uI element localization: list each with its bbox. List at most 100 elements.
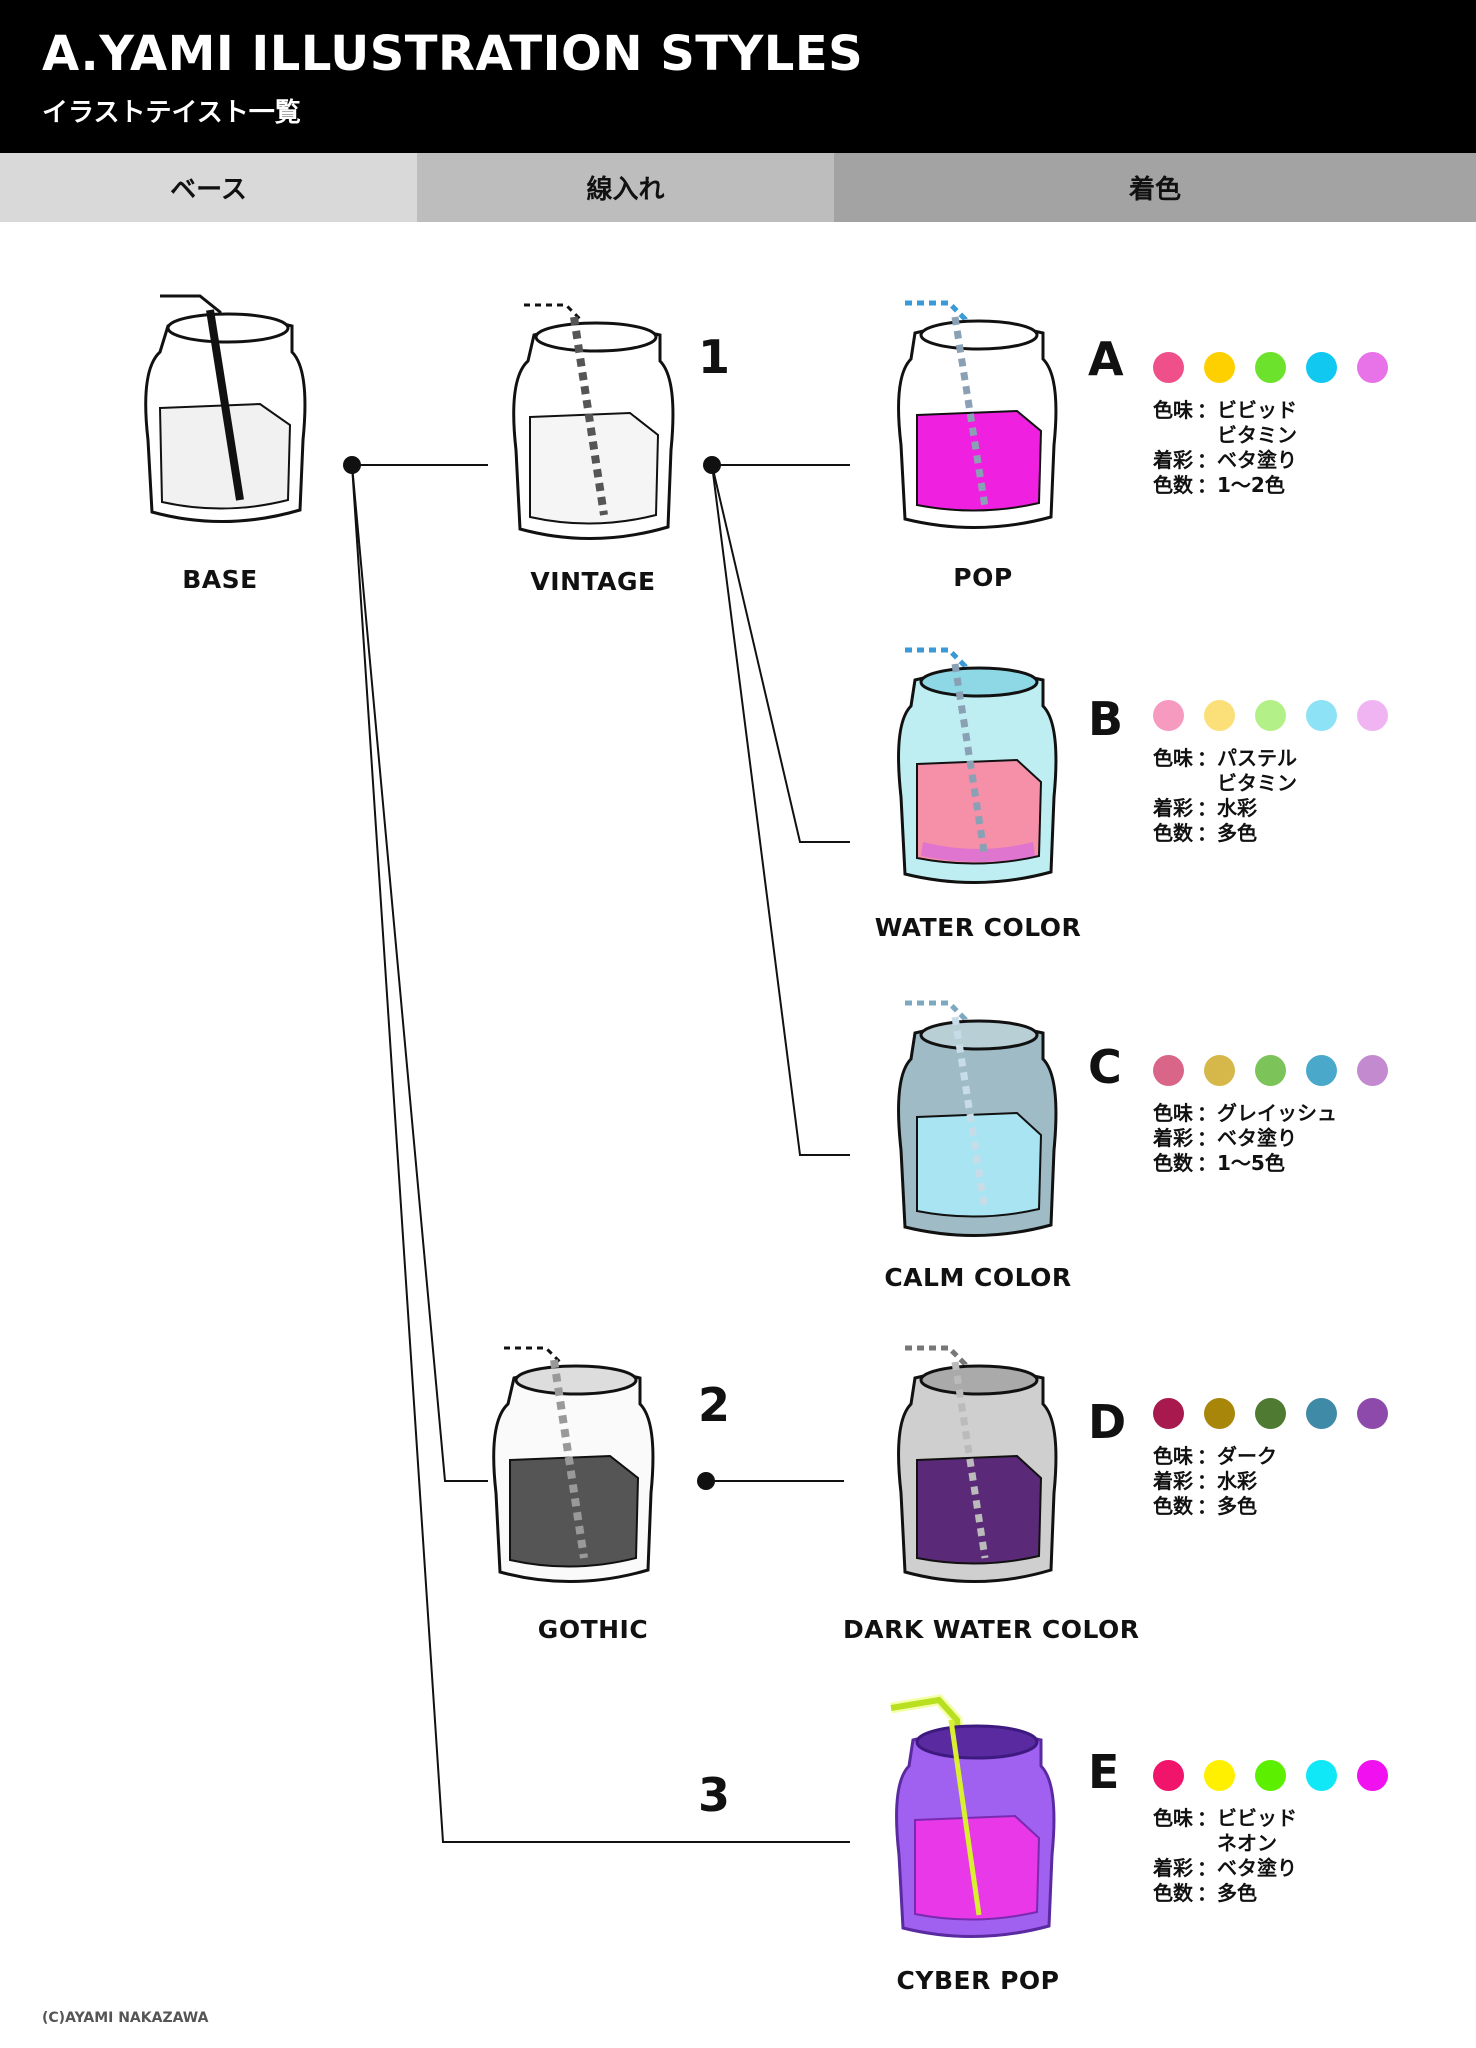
info-pop: 色味：ビビッド ビタミン 着彩：ベタ塗り 色数：1〜2色	[1153, 398, 1297, 497]
line-style-number-1: 1	[698, 330, 731, 384]
info-calm-value-2: ベタ塗り	[1217, 1126, 1297, 1150]
swatch-calm-3	[1255, 1055, 1286, 1086]
info-water-value-1: パステル	[1217, 746, 1297, 770]
info-cyber-value-1: ビビッド	[1217, 1806, 1297, 1830]
line-style-number-2: 2	[698, 1378, 731, 1432]
swatches-cyber-pop	[1153, 1760, 1388, 1791]
info-water-value-3: 多色	[1217, 821, 1257, 845]
info-cyber-value-3: 多色	[1217, 1881, 1257, 1905]
info-dark-value-2: 水彩	[1217, 1469, 1257, 1493]
swatch-cyber-1	[1153, 1760, 1184, 1791]
info-cyber-key-1: 色味	[1153, 1806, 1193, 1830]
swatch-water-5	[1357, 700, 1388, 731]
info-calm-value-1: グレイッシュ	[1217, 1101, 1337, 1125]
swatch-pop-2	[1204, 352, 1235, 383]
color-letter-d: D	[1088, 1395, 1127, 1449]
info-dark-key-3: 色数	[1153, 1494, 1193, 1518]
swatch-water-3	[1255, 700, 1286, 731]
swatch-water-1	[1153, 700, 1184, 731]
swatch-dark-4	[1306, 1398, 1337, 1429]
swatch-dark-2	[1204, 1398, 1235, 1429]
info-calm-key-3: 色数	[1153, 1151, 1193, 1175]
label-calm-color: CALM COLOR	[884, 1263, 1072, 1292]
label-base: BASE	[182, 565, 258, 594]
info-dark-key-2: 着彩	[1153, 1469, 1193, 1493]
swatches-pop	[1153, 352, 1388, 383]
swatches-water-color	[1153, 700, 1388, 731]
swatch-cyber-5	[1357, 1760, 1388, 1791]
info-pop-key-3: 色数	[1153, 473, 1193, 497]
connector-vintage-calm	[711, 464, 850, 1156]
info-pop-value-1b: ビタミン	[1217, 423, 1297, 447]
swatch-dark-3	[1255, 1398, 1286, 1429]
label-cyber-pop: CYBER POP	[896, 1966, 1060, 1995]
column-header-line: 線入れ	[417, 153, 834, 222]
swatch-water-4	[1306, 700, 1337, 731]
column-header-base: ベース	[0, 153, 417, 222]
color-letter-a: A	[1088, 332, 1124, 386]
jar-calm-color-illustration	[897, 1000, 1058, 1238]
swatch-calm-1	[1153, 1055, 1184, 1086]
column-header-color: 着色	[834, 153, 1476, 222]
color-letter-c: C	[1088, 1040, 1122, 1094]
info-cyber-value-1b: ネオン	[1217, 1831, 1277, 1855]
jar-pop-illustration	[897, 300, 1058, 530]
connector-vintage-water	[711, 464, 850, 843]
swatch-pop-5	[1357, 352, 1388, 383]
swatch-calm-4	[1306, 1055, 1337, 1086]
info-dark-water-color: 色味：ダーク 着彩：水彩 色数：多色	[1153, 1444, 1277, 1518]
info-water-key-2: 着彩	[1153, 796, 1193, 820]
info-water-color: 色味：パステル ビタミン 着彩：水彩 色数：多色	[1153, 746, 1297, 845]
header: A.YAMI ILLUSTRATION STYLES イラストテイスト一覧	[0, 0, 1476, 153]
connector-base-3	[351, 464, 850, 1843]
swatch-dark-1	[1153, 1398, 1184, 1429]
color-letter-e: E	[1088, 1745, 1120, 1799]
info-dark-value-3: 多色	[1217, 1494, 1257, 1518]
swatch-calm-2	[1204, 1055, 1235, 1086]
label-pop: POP	[953, 563, 1013, 592]
jar-base	[140, 290, 310, 540]
jar-cyber-pop-illustration	[890, 1694, 1056, 1939]
label-water-color: WATER COLOR	[874, 913, 1082, 942]
jar-water-color	[893, 642, 1063, 897]
swatch-pop-1	[1153, 352, 1184, 383]
jar-cyber-pop	[883, 1690, 1063, 1955]
info-cyber-key-3: 色数	[1153, 1881, 1193, 1905]
info-water-key-1: 色味	[1153, 746, 1193, 770]
label-gothic: GOTHIC	[537, 1615, 649, 1644]
page-subtitle: イラストテイスト一覧	[42, 98, 301, 128]
jar-dark-water-color	[893, 1338, 1063, 1603]
info-calm-key-1: 色味	[1153, 1101, 1193, 1125]
info-calm-key-2: 着彩	[1153, 1126, 1193, 1150]
info-dark-value-1: ダーク	[1217, 1444, 1277, 1468]
swatches-calm-color	[1153, 1055, 1388, 1086]
info-pop-key-2: 着彩	[1153, 448, 1193, 472]
info-cyber-pop: 色味：ビビッド ネオン 着彩：ベタ塗り 色数：多色	[1153, 1806, 1297, 1905]
jar-calm-color	[893, 995, 1063, 1250]
color-letter-b: B	[1088, 692, 1124, 746]
page-title: A.YAMI ILLUSTRATION STYLES	[42, 26, 864, 82]
info-pop-key-1: 色味	[1153, 398, 1193, 422]
swatch-cyber-3	[1255, 1760, 1286, 1791]
connector-dot-vintage	[703, 456, 721, 474]
info-dark-key-1: 色味	[1153, 1444, 1193, 1468]
label-dark-water-color: DARK WATER COLOR	[843, 1615, 1140, 1644]
jar-base-illustration	[144, 294, 307, 524]
label-vintage: VINTAGE	[530, 567, 656, 596]
swatch-calm-5	[1357, 1055, 1388, 1086]
jar-water-color-illustration	[897, 647, 1058, 885]
swatch-water-2	[1204, 700, 1235, 731]
info-water-key-3: 色数	[1153, 821, 1193, 845]
swatches-dark-water-color	[1153, 1398, 1388, 1429]
swatch-pop-4	[1306, 352, 1337, 383]
info-cyber-key-2: 着彩	[1153, 1856, 1193, 1880]
info-cyber-value-2: ベタ塗り	[1217, 1856, 1297, 1880]
connector-dot-gothic	[697, 1472, 715, 1490]
jar-gothic	[488, 1338, 658, 1603]
swatch-cyber-2	[1204, 1760, 1235, 1791]
line-style-number-3: 3	[698, 1768, 731, 1822]
jar-gothic-illustration	[492, 1346, 655, 1584]
info-water-value-2: 水彩	[1217, 796, 1257, 820]
connector-dot-base	[343, 456, 361, 474]
